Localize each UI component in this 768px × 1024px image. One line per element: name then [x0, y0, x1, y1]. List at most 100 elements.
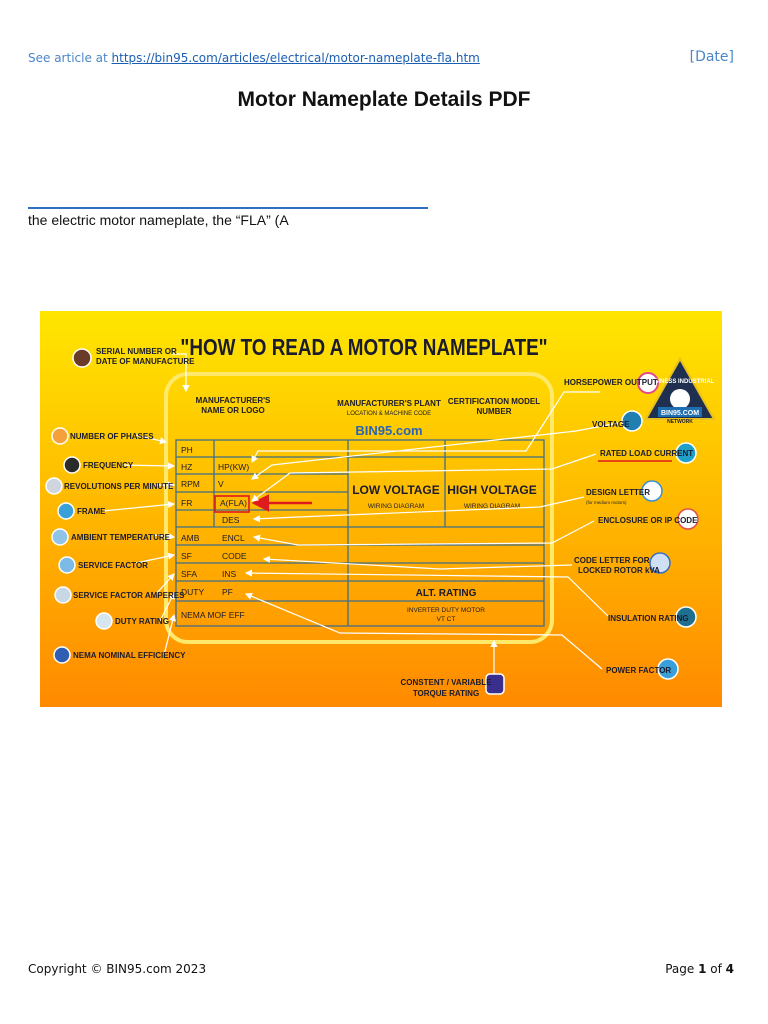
label-design-letter-sub: (for medium motors) [586, 500, 627, 505]
frequency-icon [63, 456, 81, 474]
bin95-network-logo: BUSINESS INDUSTRIAL BIN95.COM NETWORK [644, 356, 716, 425]
duty-rating-icon [95, 612, 113, 630]
voltage-icon [621, 410, 643, 432]
label-serial-1: SERIAL NUMBER OR [96, 347, 177, 356]
row-label-fla: A(FLA) [220, 498, 247, 508]
code-letter-icon [649, 552, 671, 574]
row-label-sfa: SFA [181, 569, 197, 579]
rpm-icon [45, 477, 63, 495]
label-service-factor-amperes: SERVICE FACTOR AMPERES [73, 591, 185, 600]
left-callout-icons [45, 348, 113, 664]
label-torque-1: CONSTENT / VARIABLE [401, 678, 493, 687]
frame-icon [57, 502, 75, 520]
nameplate-frame [164, 372, 554, 644]
inverter-vt-ct-text: VT CT [437, 616, 456, 623]
label-frame: FRAME [77, 507, 106, 516]
service-factor-icon [58, 556, 76, 574]
body-text: the electric motor nameplate, the “FLA” … [28, 212, 289, 228]
col-header-certification-1: CERTIFICATION MODEL [448, 397, 540, 406]
phases-icon [51, 427, 69, 445]
label-torque-2: TORQUE RATING [413, 689, 479, 698]
high-voltage-title: HIGH VOLTAGE [447, 483, 537, 497]
row-label-ph: PH [181, 445, 193, 455]
row-label-amb: AMB [181, 533, 200, 543]
footer-page-number: Page 1 of 4 [665, 962, 734, 976]
col-header-plant-2: LOCATION & MACHINE CODE [347, 411, 431, 417]
bin95-brand-text: BIN95.com [355, 423, 422, 438]
low-voltage-sub: WIRING DIAGRAM [368, 503, 424, 510]
high-voltage-sub: WIRING DIAGRAM [464, 503, 520, 510]
power-factor-icon [657, 658, 679, 680]
serial-number-icon [72, 348, 92, 368]
col-header-plant-1: MANUFACTURER'S PLANT [337, 399, 441, 408]
enclosure-icon [677, 508, 699, 530]
page-total: 4 [725, 962, 734, 976]
rated-load-current-icon [675, 442, 697, 464]
row-label-rpm: RPM [181, 479, 200, 489]
sf-amperes-icon [54, 586, 72, 604]
row-label-nema: NEMA MOF EFF [181, 610, 245, 620]
ambient-temperature-icon [51, 528, 69, 546]
row-label-duty: DUTY [181, 587, 204, 597]
row-label-sf: SF [181, 551, 192, 561]
footer-copyright: Copyright © BIN95.com 2023 [28, 962, 207, 976]
logo-name-text: BIN95.COM [661, 410, 699, 417]
row-label-pf: PF [222, 587, 233, 597]
article-link[interactable]: https://bin95.com/articles/electrical/mo… [111, 51, 480, 65]
label-duty-rating: DUTY RATING [115, 617, 169, 626]
horsepower-icon [637, 372, 659, 394]
infographic-heading: "HOW TO READ A MOTOR NAMEPLATE" [180, 335, 547, 360]
right-callout-labels: HORSEPOWER OUTPUT VOLTAGE RATED LOAD CUR… [401, 378, 699, 698]
insulation-icon [675, 606, 697, 628]
label-power-factor: POWER FACTOR [606, 666, 671, 675]
design-letter-icon [641, 480, 663, 502]
label-insulation-rating: INSULATION RATING [608, 614, 689, 623]
row-label-v: V [218, 479, 224, 489]
hyperlink-underline-rule [28, 207, 428, 209]
logo-top-text: BUSINESS INDUSTRIAL [646, 379, 715, 385]
row-label-encl: ENCL [222, 533, 245, 543]
row-label-hz: HZ [181, 462, 192, 472]
label-enclosure: ENCLOSURE OR IP CODE [598, 516, 698, 525]
label-number-of-phases: NUMBER OF PHASES [70, 432, 154, 441]
label-horsepower-output: HORSEPOWER OUTPUT [564, 378, 658, 387]
torque-rating-icon [485, 673, 505, 695]
row-label-ins: INS [222, 569, 237, 579]
col-header-manufacturer-1: MANUFACTURER'S [196, 396, 271, 405]
col-header-certification-2: NUMBER [476, 407, 511, 416]
page-title: Motor Nameplate Details PDF [237, 88, 531, 111]
header-date: [Date] [689, 49, 734, 65]
label-frequency: FREQUENCY [83, 461, 134, 470]
alt-rating-text: ALT. RATING [416, 588, 477, 599]
nameplate-row-labels: PH HZ HP(KW) RPM V FR A(FLA) DES AMB ENC… [181, 445, 249, 620]
label-voltage: VOLTAGE [592, 420, 630, 429]
row-label-des: DES [222, 515, 240, 525]
fla-highlight-box [214, 495, 250, 513]
right-callout-icons [485, 372, 699, 695]
inverter-duty-text: INVERTER DUTY MOTOR [407, 607, 485, 614]
label-code-letter-2: LOCKED ROTOR kVA [578, 566, 660, 575]
label-service-factor: SERVICE FACTOR [78, 561, 148, 570]
label-code-letter-1: CODE LETTER FOR [574, 556, 650, 565]
motor-nameplate-infographic: "HOW TO READ A MOTOR NAMEPLATE" MANUFACT… [40, 311, 722, 707]
header-prefix: See article at [28, 51, 112, 65]
row-label-hp: HP(KW) [218, 462, 249, 472]
left-callout-labels: SERIAL NUMBER OR DATE OF MANUFACTURE NUM… [64, 347, 195, 660]
row-label-code: CODE [222, 551, 247, 561]
label-rpm: REVOLUTIONS PER MINUTE [64, 482, 174, 491]
label-nema-efficiency: NEMA NOMINAL EFFICIENCY [73, 651, 186, 660]
header-article-reference: See article at https://bin95.com/article… [28, 51, 480, 65]
infographic-svg: "HOW TO READ A MOTOR NAMEPLATE" MANUFACT… [40, 311, 722, 707]
page-current: 1 [698, 962, 707, 976]
row-label-fr: FR [181, 498, 192, 508]
label-serial-2: DATE OF MANUFACTURE [96, 357, 195, 366]
label-rated-load-current: RATED LOAD CURRENT [600, 449, 693, 458]
nema-efficiency-icon [53, 646, 71, 664]
logo-sub-text: NETWORK [667, 419, 693, 425]
connector-arrows [102, 353, 619, 681]
low-voltage-title: LOW VOLTAGE [352, 483, 440, 497]
label-design-letter: DESIGN LETTER [586, 488, 650, 497]
page-prefix: Page [665, 962, 699, 976]
col-header-manufacturer-2: NAME OR LOGO [201, 406, 265, 415]
